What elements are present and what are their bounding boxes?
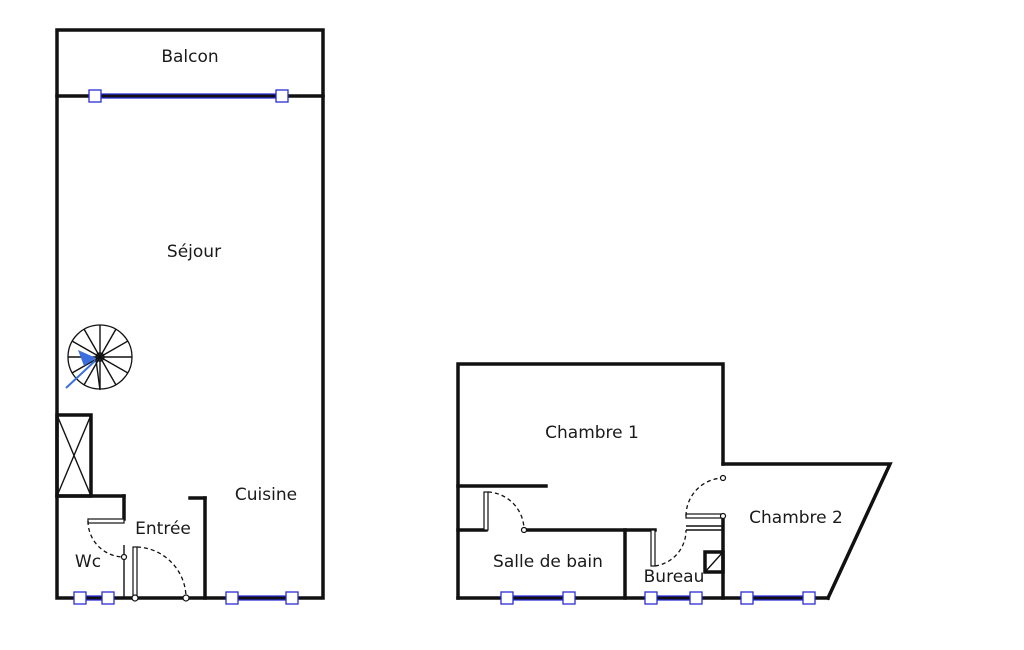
shaft-box	[55, 413, 93, 498]
wc-door	[87, 518, 128, 561]
room-label-cuisine: Cuisine	[235, 485, 297, 505]
balcony-window	[88, 89, 289, 103]
floor-2: Chambre 1 Chambre 2 Salle de bain Bureau	[456, 362, 893, 605]
chambre-2-wall	[721, 462, 893, 601]
floor-1-outer-wall	[55, 28, 325, 600]
bureau-window	[644, 591, 703, 605]
wc-window	[73, 591, 115, 605]
room-label-wc: Wc	[75, 552, 101, 572]
chambre-2-window	[740, 591, 816, 605]
room-label-entree: Entrée	[135, 519, 191, 539]
chambre-1-wall	[456, 362, 725, 600]
kitchen-window	[225, 591, 299, 605]
chambre-2-door	[685, 474, 727, 520]
room-label-balcon: Balcon	[161, 47, 218, 67]
stair-arrow-icon	[65, 359, 97, 389]
room-label-chambre-2: Chambre 2	[749, 508, 843, 528]
room-label-sejour: Séjour	[167, 242, 221, 262]
bureau-shaft	[703, 550, 725, 574]
floor-1: Balcon Séjour Cuisine Entrée Wc	[55, 28, 325, 605]
room-label-chambre-1: Chambre 1	[545, 423, 639, 443]
bath-window	[500, 591, 576, 605]
spiral-staircase	[65, 324, 133, 391]
room-label-bureau: Bureau	[644, 567, 705, 587]
bureau-door	[650, 525, 723, 567]
bathroom-door	[483, 491, 528, 534]
entrance-door	[131, 546, 190, 602]
room-label-salle-de-bain: Salle de bain	[493, 552, 603, 572]
